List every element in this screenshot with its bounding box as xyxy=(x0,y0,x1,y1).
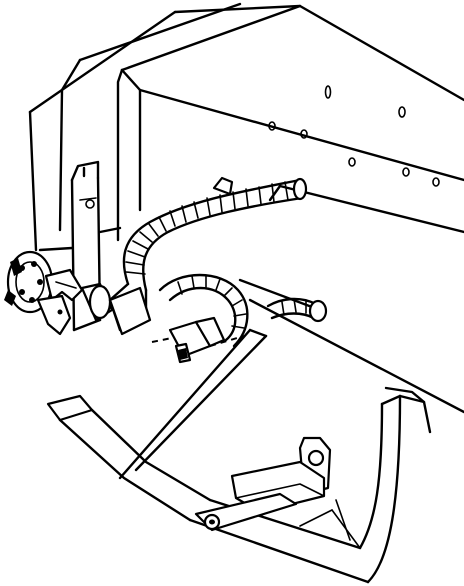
hitch-bar xyxy=(46,328,432,584)
wiring-harness-conduit xyxy=(108,176,328,348)
hitch-receiver-plate xyxy=(194,436,332,532)
trailer-connector xyxy=(4,250,114,336)
harness-connector xyxy=(151,316,245,364)
